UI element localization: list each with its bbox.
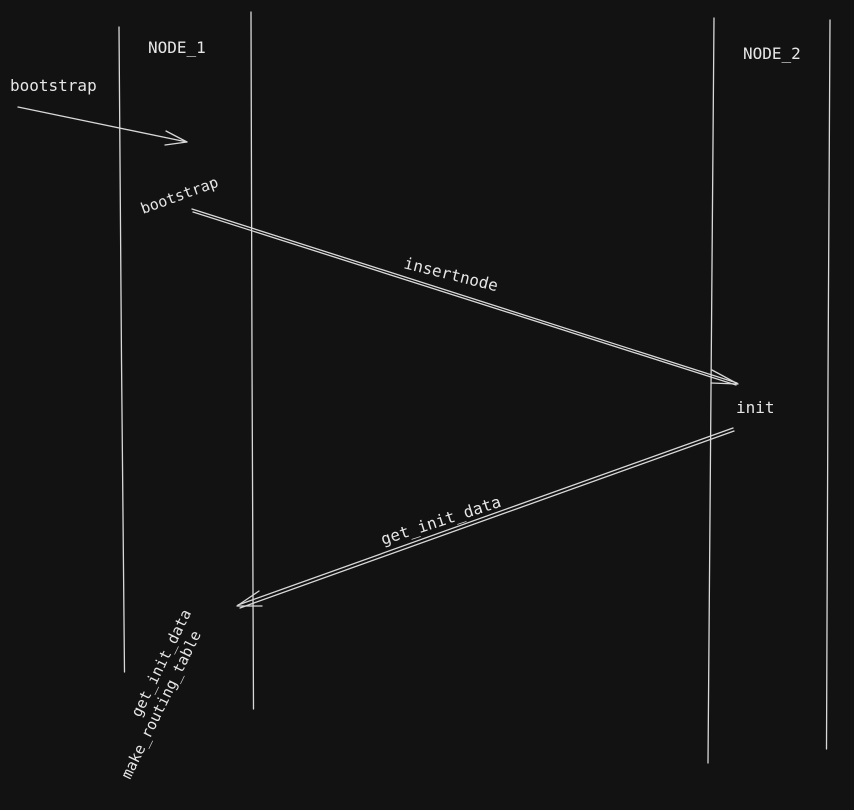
lane-node-1: NODE_1 xyxy=(118,11,255,710)
activation-bootstrap-label: bootstrap xyxy=(138,173,221,218)
message-get-init-data-arrow-line-b xyxy=(239,430,735,609)
lane-node-2-right-border xyxy=(825,19,831,750)
lane-node-2-title: NODE_2 xyxy=(743,44,801,63)
message-bootstrap-arrow-line xyxy=(17,106,188,143)
lane-node-2-left-border xyxy=(707,17,715,764)
lane-node-1-title: NODE_1 xyxy=(148,38,206,57)
message-insertnode: insertnode xyxy=(191,208,739,386)
message-bootstrap: bootstrap xyxy=(10,76,188,146)
message-insertnode-label: insertnode xyxy=(402,253,500,295)
message-insertnode-arrowhead xyxy=(710,369,739,385)
message-get-init-data-arrowhead xyxy=(236,590,263,607)
message-bootstrap-label: bootstrap xyxy=(10,76,97,95)
message-get-init-data-arrow-line-a xyxy=(237,427,734,606)
message-insertnode-arrow-line-b xyxy=(192,211,737,386)
lane-node-2: NODE_2 xyxy=(707,17,831,764)
message-get-init-data: get_init_data xyxy=(236,427,735,609)
message-bootstrap-arrowhead xyxy=(164,130,188,146)
activation-init-label: init xyxy=(736,398,775,417)
lane-node-1-left-border xyxy=(118,26,126,673)
lane-node-1-right-border xyxy=(250,11,255,710)
message-insertnode-arrow-line-a xyxy=(191,208,738,384)
